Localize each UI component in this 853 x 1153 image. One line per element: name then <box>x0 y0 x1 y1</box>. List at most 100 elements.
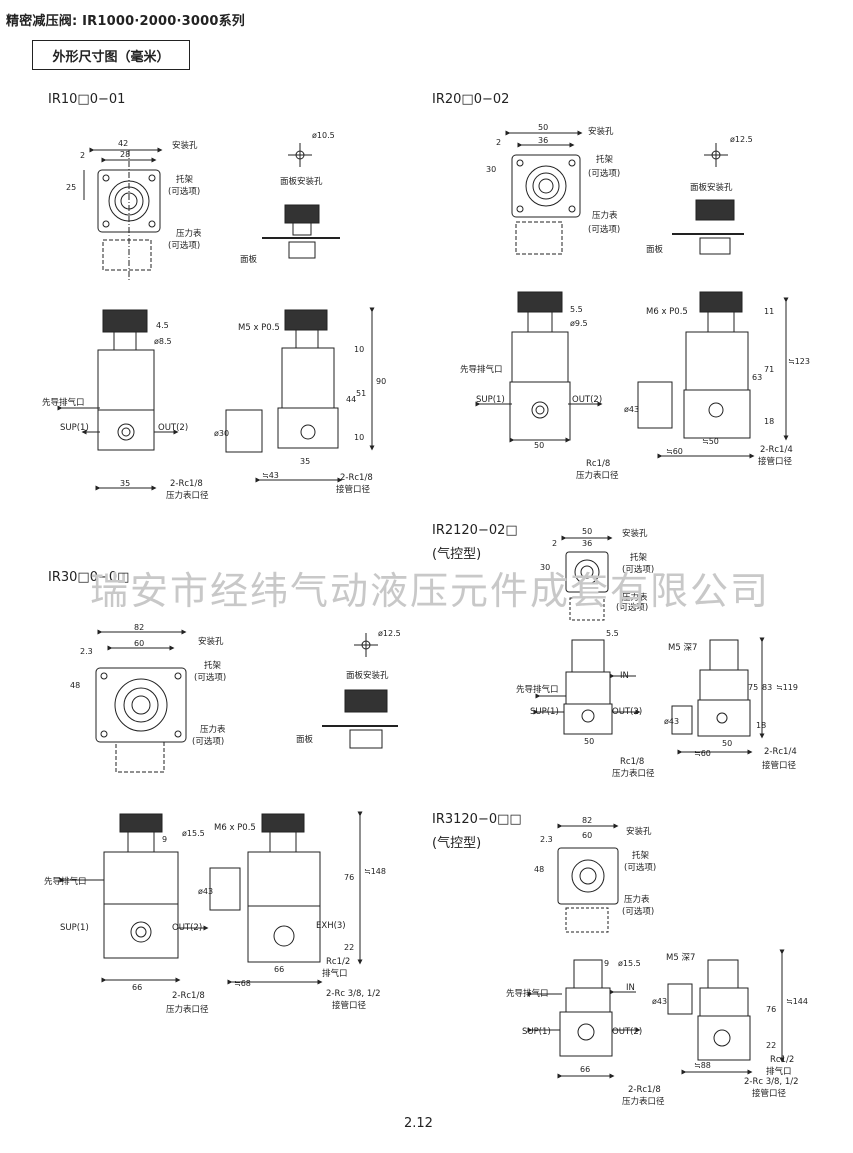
dim-text: ≒60 <box>666 447 683 456</box>
thread-label: M5 深7 <box>666 953 695 963</box>
dim-text: 2 <box>80 151 85 160</box>
dim-text: 48 <box>534 865 544 874</box>
ir1000-front-view <box>57 309 179 491</box>
model-ir2000: IR20□0−02 <box>432 92 510 107</box>
pipe-thread: 2-Rc1/8 <box>340 473 373 483</box>
model-ir2120: IR2120−02□ <box>432 523 518 538</box>
ir2000-top-view <box>505 130 583 255</box>
pipe-port-label: 接管口径 <box>332 1000 367 1011</box>
mount-hole-label: 安装孔 <box>626 826 652 837</box>
dim-text: ø12.5 <box>378 629 401 638</box>
dim-text: 42 <box>118 139 128 148</box>
pipe-port-label: 接管口径 <box>758 456 793 467</box>
dim-text: 83 <box>762 683 772 692</box>
dim-text: ø43 <box>624 405 639 414</box>
sup-port-label: SUP(1) <box>530 707 559 717</box>
dim-text: ø15.5 <box>618 959 641 968</box>
pilot-exhaust-label: 先导排气口 <box>42 397 85 408</box>
dim-text: 28 <box>120 150 130 159</box>
gauge-label: 压力表 <box>592 210 618 221</box>
out-port-label: OUT(2) <box>158 423 188 433</box>
exhaust-thread: Rc1/2 <box>770 1055 794 1065</box>
dim-text: ø43 <box>664 717 679 726</box>
panel-label: 面板 <box>240 254 258 265</box>
exh-port-label: EXH(3) <box>316 921 346 931</box>
optional-label: (可选项) <box>588 224 620 235</box>
model-ir1000: IR10□0−01 <box>48 92 126 107</box>
ir3000-labels: 安装孔 托架 (可选项) 压力表 (可选项) 面板安装孔 面板 M6 x P0.… <box>44 636 389 1015</box>
dim-text: 36 <box>538 136 548 145</box>
optional-label: (可选项) <box>194 672 226 683</box>
dim-text: 51 <box>356 389 366 398</box>
dim-text: ø10.5 <box>312 131 335 140</box>
out-port-label: OUT(2) <box>172 923 202 933</box>
optional-label: (可选项) <box>588 168 620 179</box>
pipe-thread: 2-Rc 3/8, 1/2 <box>326 989 381 999</box>
dim-text: 9 <box>604 959 609 968</box>
ir1000-side-view <box>225 307 375 483</box>
dim-text: 30 <box>540 563 550 572</box>
optional-label: (可选项) <box>622 564 654 575</box>
dim-text: 76 <box>766 1005 776 1014</box>
pilot-exhaust-label: 先导排气口 <box>44 876 87 887</box>
dim-text: 50 <box>582 527 592 536</box>
ir3120-top-view <box>557 823 619 933</box>
thread-label: M6 x P0.5 <box>214 823 256 833</box>
gauge-port-label: 压力表口径 <box>612 768 655 779</box>
model-ir3000: IR30□0−0□ <box>48 570 130 585</box>
dim-text: 66 <box>132 983 142 992</box>
pipe-thread: 2-Rc 3/8, 1/2 <box>744 1077 799 1087</box>
gauge-port-label: 压力表口径 <box>622 1096 665 1107</box>
out-port-label: OUT(2) <box>572 395 602 405</box>
dim-text: 82 <box>134 623 144 632</box>
gauge-port-label: 压力表口径 <box>576 470 619 481</box>
mount-hole-label: 安装孔 <box>198 636 224 647</box>
ir1000-panel-view <box>262 143 340 259</box>
gauge-label: 压力表 <box>176 228 202 239</box>
dim-text: 50 <box>538 123 548 132</box>
pipe-thread: 2-Rc1/4 <box>764 747 797 757</box>
dim-text: ≒43 <box>262 471 279 480</box>
optional-label: (可选项) <box>624 862 656 873</box>
dim-text: 5.5 <box>606 629 619 638</box>
page-title: 精密减压阀: IR1000·2000·3000系列 <box>6 14 245 29</box>
optional-label: (可选项) <box>168 240 200 251</box>
in-port-label: IN <box>626 983 635 993</box>
model-ir2120-type: (气控型) <box>432 547 482 562</box>
bracket-label: 托架 <box>596 154 614 165</box>
dim-text: 66 <box>580 1065 590 1074</box>
thread-label: M5 x P0.5 <box>238 323 280 333</box>
dim-text: 9 <box>162 835 167 844</box>
bracket-label: 托架 <box>632 850 650 861</box>
exhaust-port-label: 排气口 <box>322 968 348 979</box>
sup-port-label: SUP(1) <box>60 423 89 433</box>
dim-text: ≒68 <box>234 979 251 988</box>
bracket-label: 托架 <box>176 174 194 185</box>
ir3000-panel-view <box>322 633 398 749</box>
exhaust-port-label: 排气口 <box>766 1066 792 1077</box>
optional-label: (可选项) <box>616 602 648 613</box>
ir2000-front-view <box>475 291 603 443</box>
dim-text: 5.5 <box>570 305 583 314</box>
dim-text: 82 <box>582 816 592 825</box>
dim-text: ≒60 <box>694 749 711 758</box>
pilot-exhaust-label: 先导排气口 <box>460 364 503 375</box>
dim-text: ø15.5 <box>182 829 205 838</box>
dim-text: 66 <box>274 965 284 974</box>
thread-label: M6 x P0.5 <box>646 307 688 317</box>
dim-text: ≒148 <box>364 867 386 876</box>
ir2120-labels: 安装孔 托架 (可选项) 压力表 (可选项) IN 先导排气口 SUP(1) O… <box>516 528 797 779</box>
pilot-exhaust-label: 先导排气口 <box>516 684 559 695</box>
dim-text: 35 <box>120 479 130 488</box>
ir3000-top-view <box>95 629 187 773</box>
pilot-exhaust-label: 先导排气口 <box>506 988 549 999</box>
dim-text: ≒144 <box>786 997 808 1006</box>
out-port-label: OUT(2) <box>612 707 642 717</box>
dim-text: 10 <box>354 345 364 354</box>
ir3120-side-view <box>667 949 785 1075</box>
out-port-label: OUT(2) <box>612 1027 642 1037</box>
pipe-port-label: 接管口径 <box>336 484 371 495</box>
dim-text: ≒50 <box>702 437 719 446</box>
ir1000-top-view <box>83 147 163 280</box>
